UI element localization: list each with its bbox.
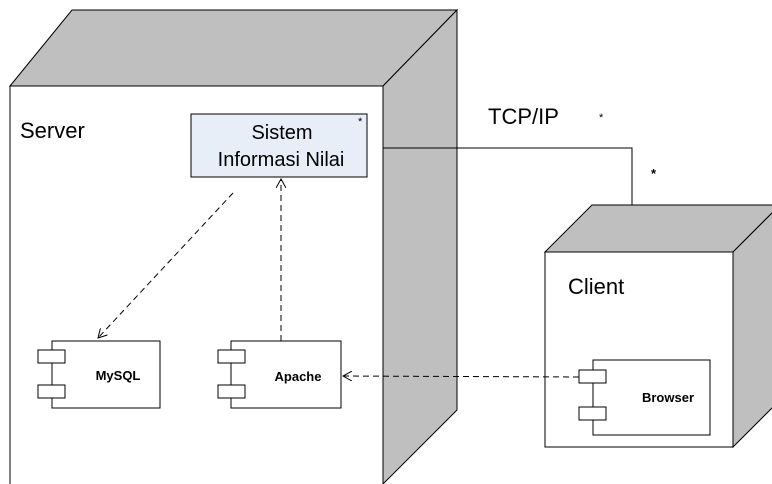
mysql-label: MySQL bbox=[96, 368, 141, 383]
sistem-label-line2: Informasi Nilai bbox=[218, 149, 345, 171]
client-node: Client bbox=[543, 204, 772, 449]
apache-port-bottom bbox=[217, 384, 246, 399]
dependency-sistem-to-mysql bbox=[98, 192, 234, 338]
component-sistem-informasi-nilai: Sistem Informasi Nilai * bbox=[190, 113, 368, 178]
apache-box bbox=[230, 340, 342, 409]
sistem-multiplicity: * bbox=[358, 116, 363, 128]
multiplicity-server-end: * bbox=[599, 112, 604, 124]
component-mysql: MySQL bbox=[37, 340, 161, 409]
server-node-top bbox=[8, 9, 459, 87]
server-node: Server bbox=[8, 8, 459, 484]
sistem-box bbox=[190, 113, 368, 178]
connection-protocol-label: TCP/IP bbox=[488, 104, 559, 129]
sistem-label-line1: Sistem bbox=[251, 122, 312, 144]
apache-label: Apache bbox=[275, 369, 322, 384]
connection-line bbox=[383, 147, 633, 205]
component-browser: Browser bbox=[578, 359, 711, 436]
multiplicity-client-end: * bbox=[651, 166, 657, 181]
apache-port-top bbox=[217, 349, 246, 364]
tcp-ip-connection: TCP/IP * * bbox=[383, 104, 657, 205]
client-node-top bbox=[543, 204, 772, 253]
browser-port-top bbox=[578, 369, 607, 384]
client-node-label: Client bbox=[568, 274, 624, 299]
component-apache: Apache bbox=[217, 340, 342, 409]
server-node-side bbox=[382, 8, 458, 484]
mysql-box bbox=[51, 340, 161, 409]
mysql-port-top bbox=[37, 349, 66, 364]
mysql-port-bottom bbox=[37, 384, 66, 399]
browser-box bbox=[592, 359, 711, 436]
browser-label: Browser bbox=[642, 390, 694, 405]
browser-port-bottom bbox=[578, 406, 607, 421]
server-node-label: Server bbox=[20, 118, 85, 143]
